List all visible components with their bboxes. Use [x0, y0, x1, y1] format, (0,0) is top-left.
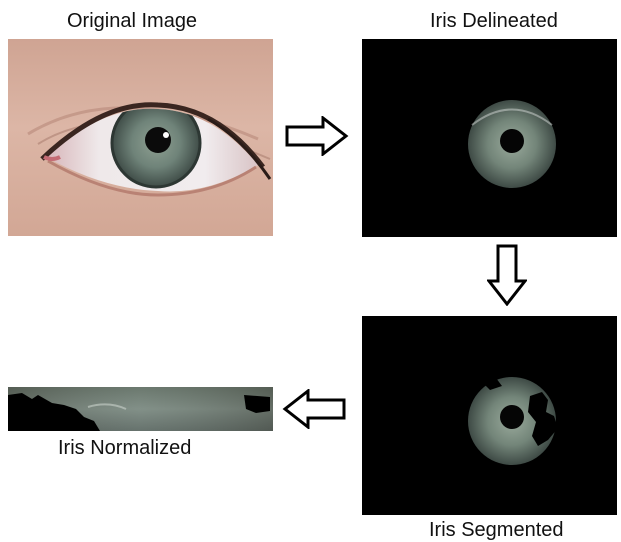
arrow-left-icon — [282, 389, 346, 429]
iris-normalized-label: Iris Normalized — [58, 437, 191, 459]
iris-segmented-image — [362, 316, 617, 515]
iris-delineated-image — [362, 39, 617, 237]
iris-normalized-image — [8, 387, 273, 431]
original-image-label: Original Image — [67, 10, 197, 32]
iris-delineated-label: Iris Delineated — [430, 10, 558, 32]
iris-segmented-label: Iris Segmented — [429, 519, 564, 541]
arrow-down-icon — [487, 244, 527, 306]
original-eye-image — [8, 39, 273, 236]
arrow-right-icon — [285, 116, 349, 156]
